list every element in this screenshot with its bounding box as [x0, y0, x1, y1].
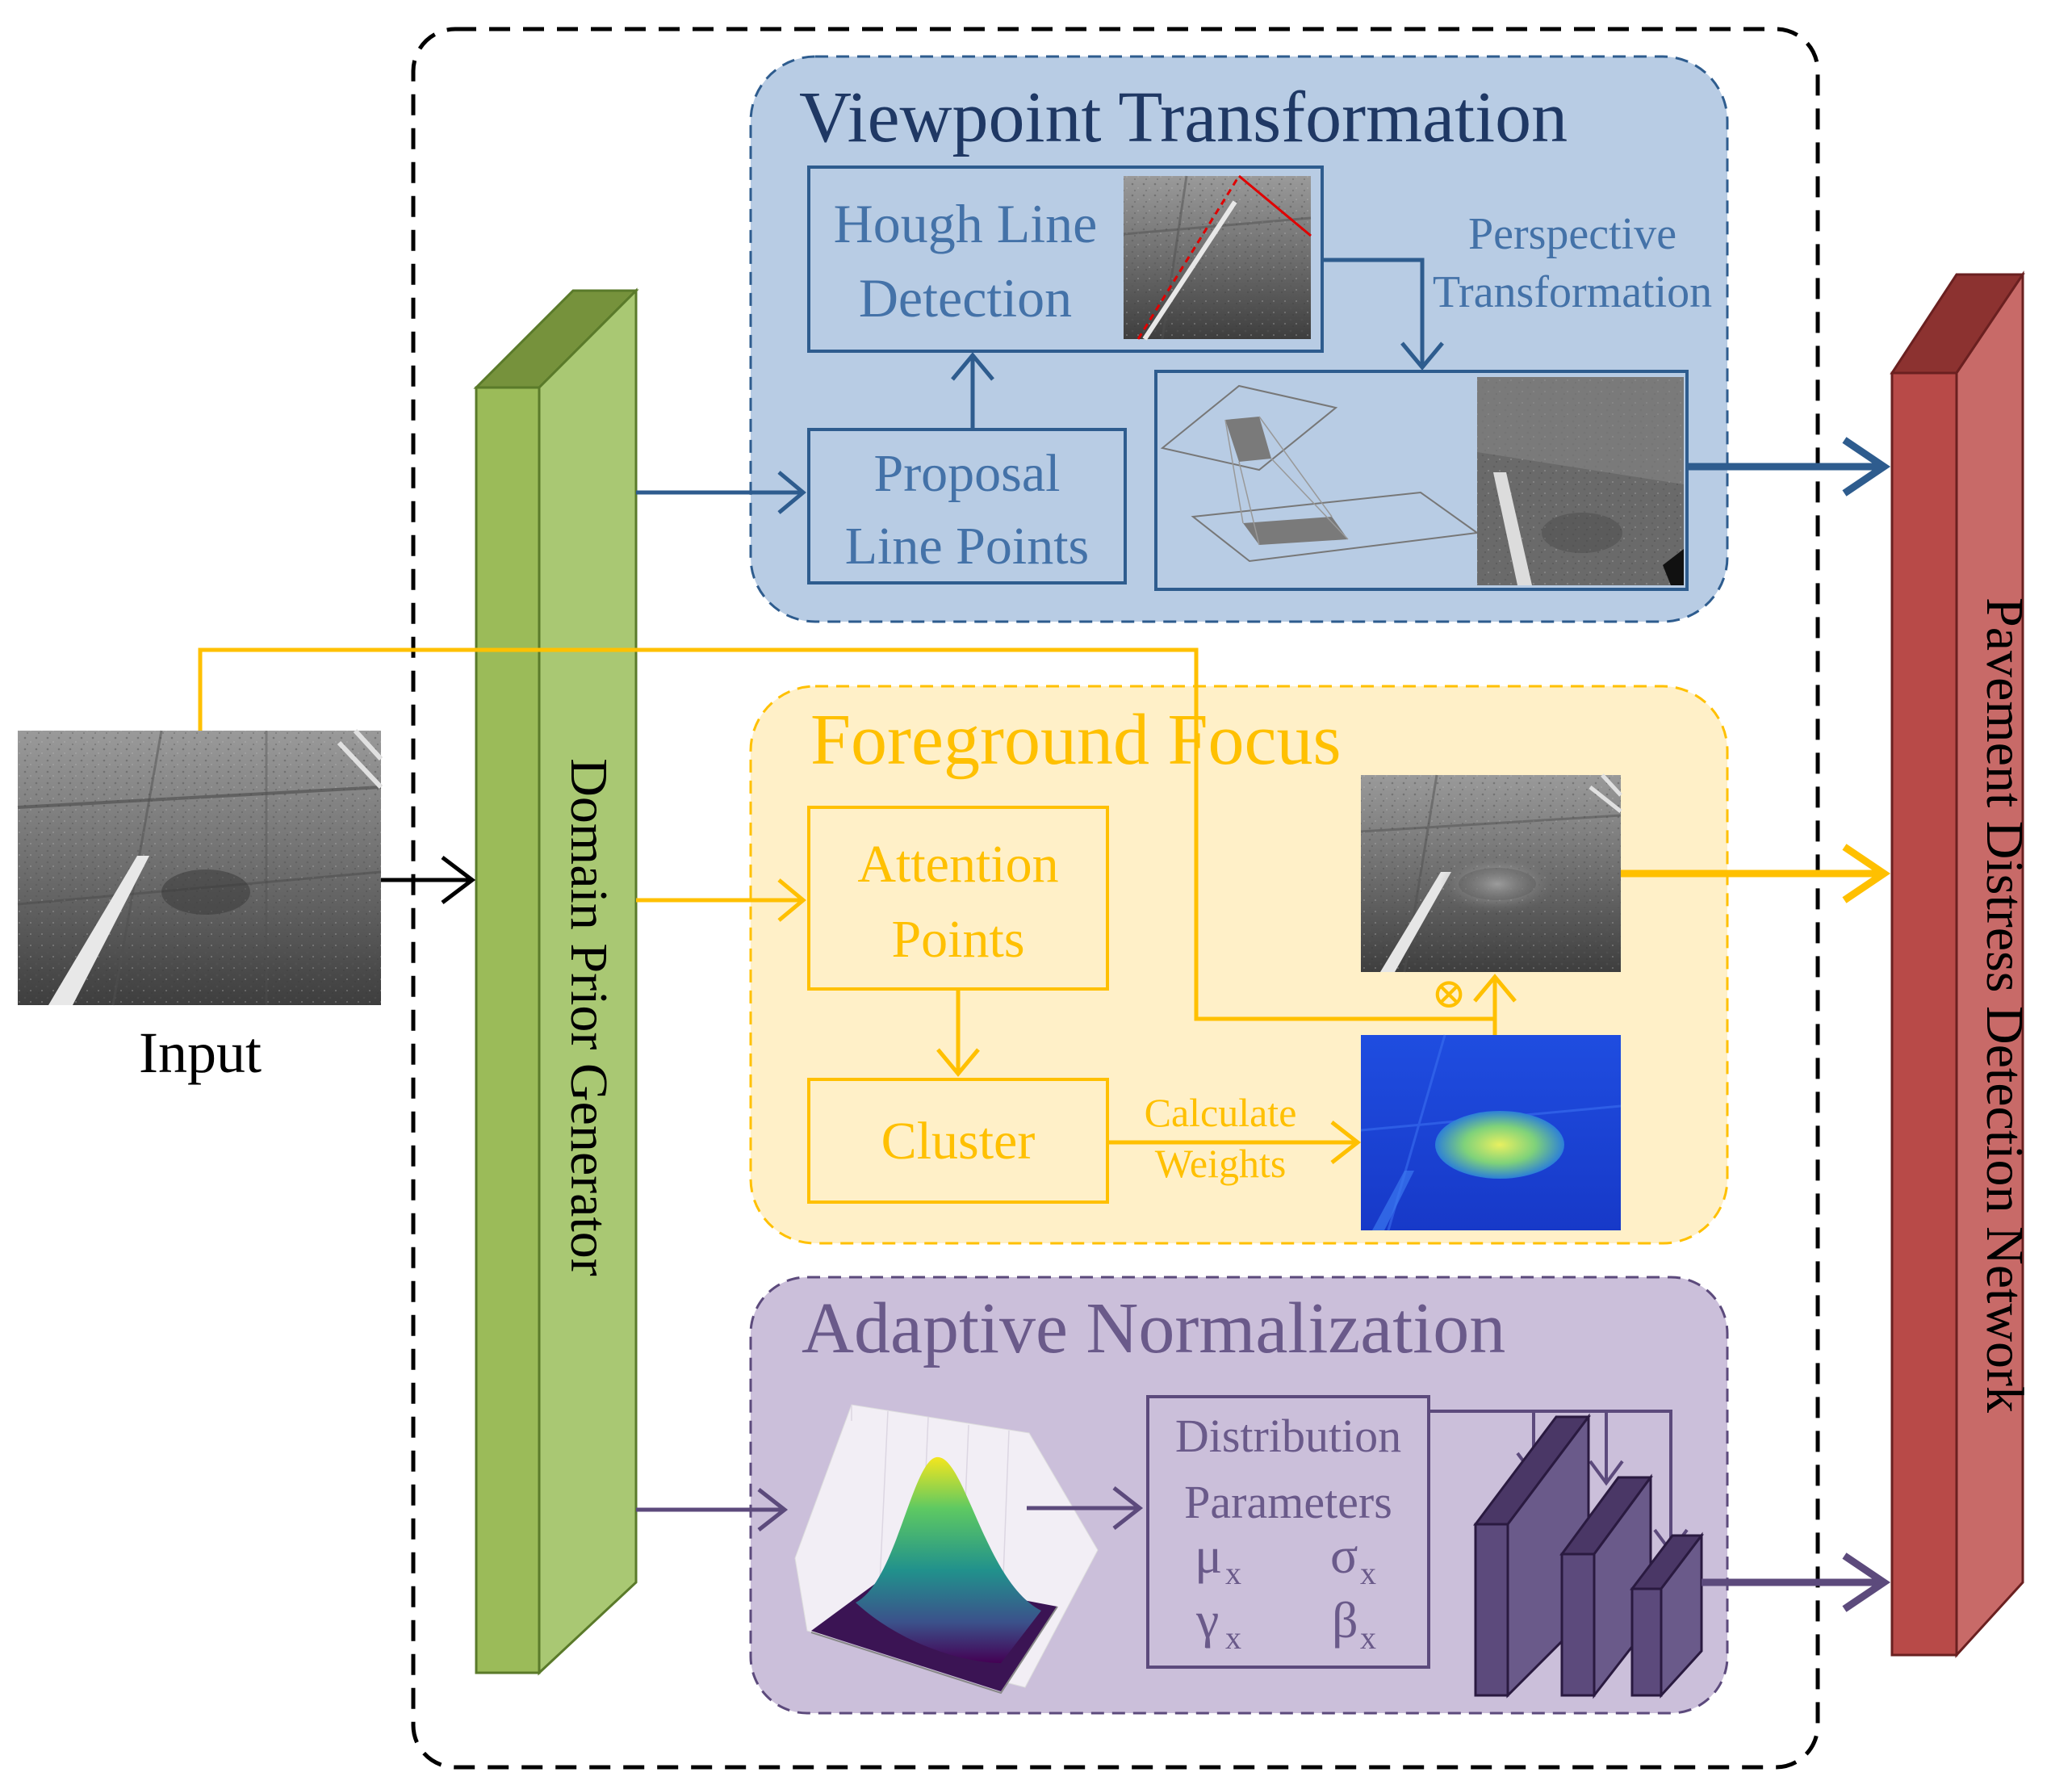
generator-label: Domain Prior Generator — [559, 758, 618, 1276]
attention-label-1: Attention — [857, 835, 1058, 894]
gaussian-surface-plot — [794, 1404, 1099, 1695]
hough-line-label-2: Detection — [859, 267, 1072, 329]
hough-line-label-1: Hough Line — [834, 193, 1098, 254]
generator-to-adaptive-arrow — [636, 1488, 789, 1531]
sigma-subscript: x — [1360, 1555, 1376, 1591]
detection-network — [1890, 270, 2025, 1658]
param-mu: μ x — [1195, 1527, 1241, 1591]
proposal-label-1: Proposal — [874, 444, 1061, 503]
foreground-output-image — [1360, 773, 1622, 973]
viewpoint-to-network-arrow — [1687, 437, 1891, 497]
distribution-label-2: Parameters — [1184, 1476, 1392, 1528]
perspective-planes-illustration — [1160, 384, 1480, 563]
attention-label-2: Points — [891, 910, 1024, 969]
multiply-symbol: ⊗ — [1431, 971, 1467, 1017]
attention-heatmap-image — [1360, 1034, 1622, 1231]
gamma-subscript: x — [1225, 1619, 1241, 1656]
network-label: Pavement Distress Detection Network — [1975, 597, 2034, 1413]
proposal-to-hough-arrow — [951, 352, 994, 429]
param-sigma: σ x — [1330, 1527, 1376, 1591]
cluster-label: Cluster — [881, 1112, 1036, 1171]
sigma-symbol: σ — [1330, 1527, 1358, 1584]
hough-to-perspective-arrow — [1322, 258, 1444, 371]
gamma-symbol: γ — [1195, 1591, 1219, 1649]
proposal-label-2: Line Points — [845, 517, 1090, 576]
input-label: Input — [139, 1020, 262, 1085]
input-image — [17, 728, 383, 1006]
domain-prior-generator — [473, 287, 639, 1676]
input-skip-connection — [198, 647, 1495, 1021]
feature-layers — [1472, 1413, 1705, 1699]
generator-to-foreground-arrow — [636, 878, 806, 922]
distribution-label-1: Distribution — [1175, 1410, 1401, 1462]
adaptive-title: Adaptive Normalization — [802, 1288, 1505, 1368]
generator-to-viewpoint-arrow — [636, 471, 806, 514]
param-gamma: γ x — [1195, 1591, 1241, 1656]
calculate-weights-label-2: Weights — [1155, 1141, 1287, 1186]
param-beta: β x — [1332, 1591, 1376, 1656]
perspective-output-image — [1477, 377, 1684, 585]
mu-symbol: μ — [1195, 1527, 1222, 1584]
cluster-to-heatmap-arrow — [1107, 1121, 1362, 1164]
distribution-parameters-box — [1146, 1395, 1430, 1669]
mu-subscript: x — [1225, 1555, 1241, 1591]
attention-to-cluster-arrow — [936, 989, 980, 1077]
framework-boundary — [411, 27, 1820, 1770]
perspective-output-box — [1154, 370, 1689, 591]
beta-subscript: x — [1360, 1619, 1376, 1656]
perspective-label-2: Transformation — [1433, 267, 1712, 317]
beta-symbol: β — [1332, 1591, 1358, 1649]
gaussian-to-distribution-arrow — [1027, 1486, 1144, 1530]
proposal-line-points-box — [807, 428, 1127, 585]
foreground-to-network-arrow — [1621, 844, 1891, 903]
viewpoint-title: Viewpoint Transformation — [799, 78, 1568, 157]
calculate-weights-label-1: Calculate — [1145, 1090, 1297, 1135]
hough-line-image — [1123, 174, 1312, 341]
foreground-title: Foreground Focus — [810, 700, 1341, 780]
heatmap-to-output-arrow — [1473, 974, 1517, 1035]
input-arrow — [381, 856, 476, 904]
adaptive-to-network-arrow — [1702, 1552, 1891, 1612]
perspective-label-1: Perspective — [1468, 209, 1676, 259]
